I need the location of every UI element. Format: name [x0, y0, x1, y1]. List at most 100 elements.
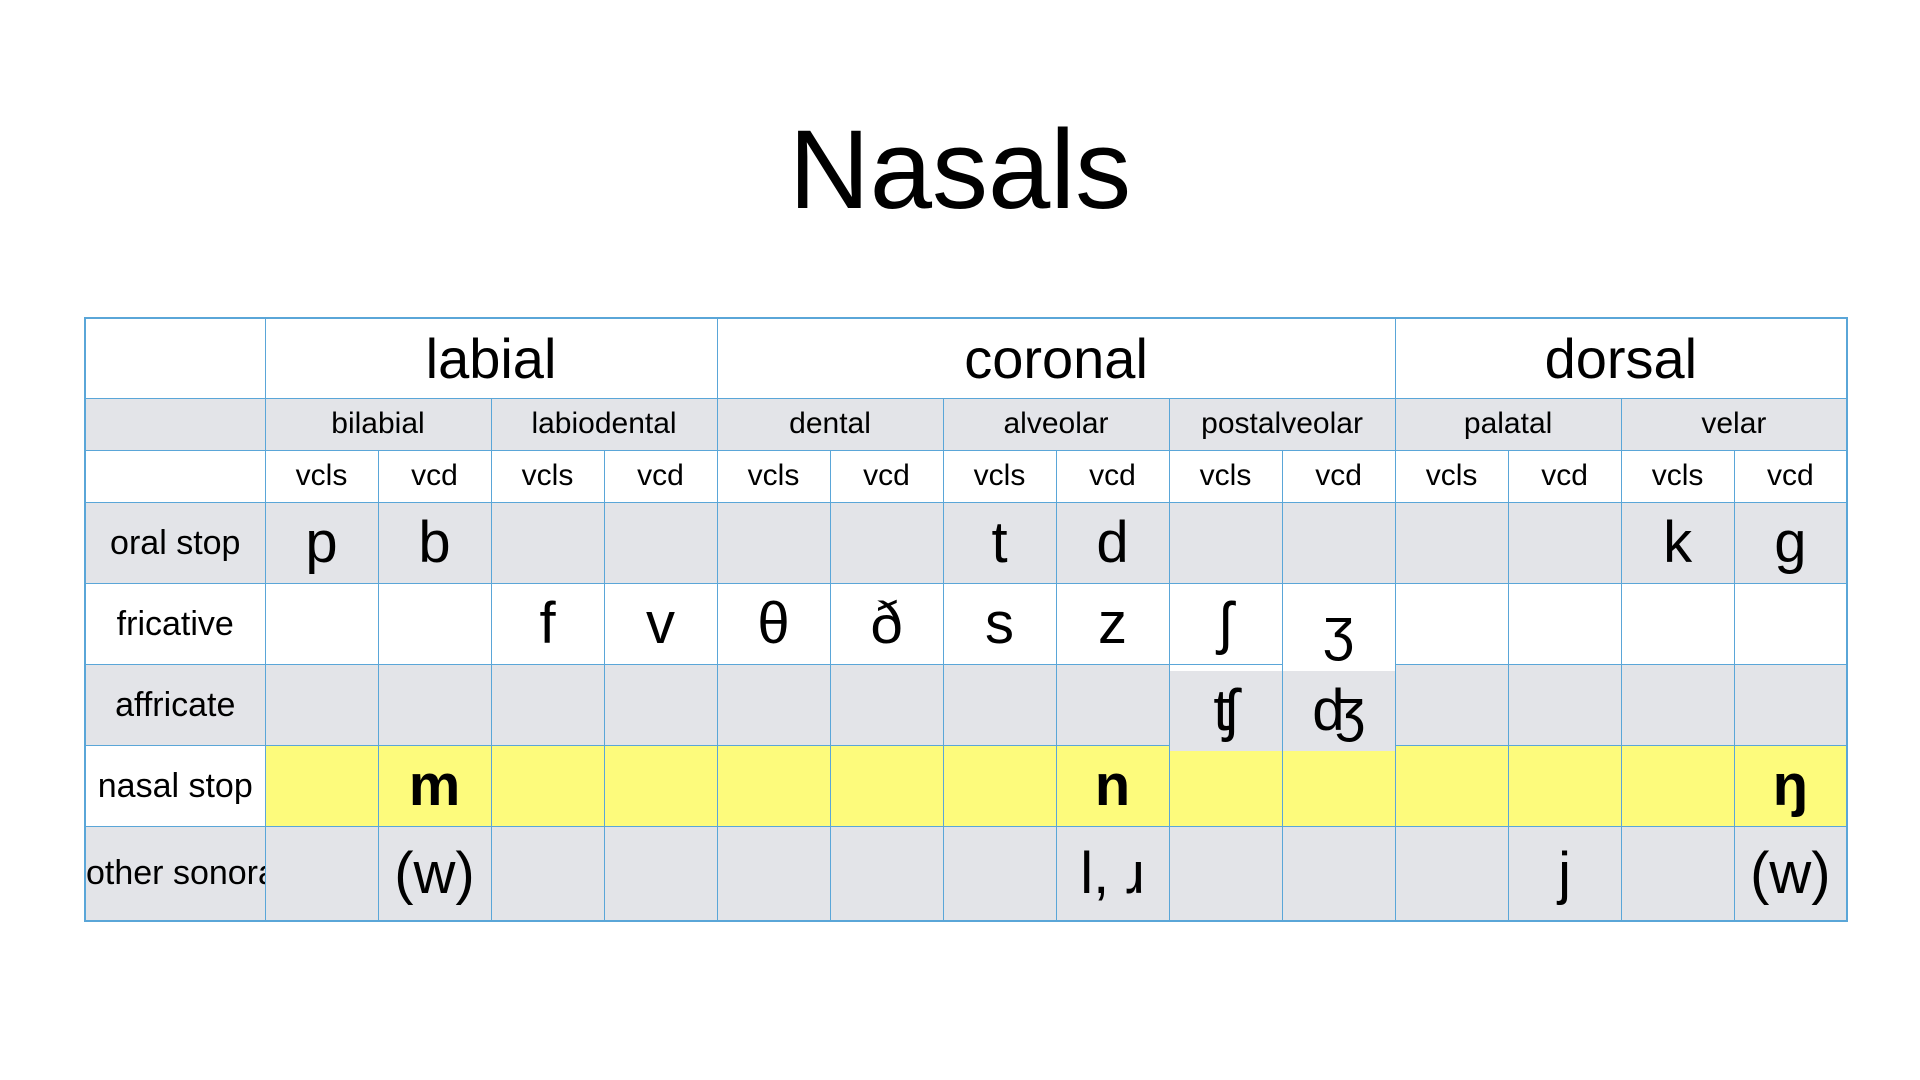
row-oral-stop: oral stop p b t d k g: [84, 501, 1848, 584]
phoneme-cell: [1168, 501, 1283, 584]
phoneme-cell: f: [490, 582, 605, 665]
phoneme-cell: [1394, 744, 1509, 827]
consonant-chart: labial coronal dorsal bilabial labiodent…: [84, 317, 1849, 922]
phoneme-cell: [829, 663, 944, 746]
phoneme-cell: [490, 663, 605, 746]
phoneme-cell: [603, 501, 718, 584]
phoneme-cell: [490, 825, 605, 922]
phoneme-cell: [1281, 825, 1396, 922]
phoneme-cell: [1620, 582, 1735, 665]
subplace-dental: dental: [716, 397, 944, 451]
phoneme-cell: [603, 744, 718, 827]
voicing-cell: vcd: [1733, 449, 1848, 503]
row-nasal-stop: nasal stop m n ŋ: [84, 744, 1848, 827]
phoneme-cell: ʒ: [1281, 588, 1396, 671]
manner-label: oral stop: [84, 501, 266, 584]
voicing-cell: vcd: [603, 449, 718, 503]
phoneme-cell: [490, 744, 605, 827]
subplace-header-row: bilabial labiodental dental alveolar pos…: [84, 397, 1848, 451]
phoneme-cell: [1507, 582, 1622, 665]
subplace-labiodental: labiodental: [490, 397, 718, 451]
phoneme-cell: t: [942, 501, 1057, 584]
phoneme-cell: ʃ: [1168, 582, 1283, 665]
phoneme-cell: [1620, 825, 1735, 922]
phoneme-cell: v: [603, 582, 718, 665]
phoneme-cell: [603, 825, 718, 922]
phoneme-cell: [1733, 582, 1848, 665]
manner-label: affricate: [84, 663, 266, 746]
place-labial: labial: [264, 317, 718, 399]
phoneme-cell: (w): [1733, 825, 1848, 922]
phoneme-cell: m: [377, 744, 492, 827]
manner-label: fricative: [84, 582, 266, 665]
phoneme-cell: [264, 744, 379, 827]
phoneme-cell: [1281, 744, 1396, 827]
phoneme-cell: [1281, 501, 1396, 584]
voicing-cell: vcd: [1281, 449, 1396, 503]
phoneme-cell: [829, 501, 944, 584]
subplace-bilabial: bilabial: [264, 397, 492, 451]
row-other-sonorant: other sonorant (w) l, ɹ j (w): [84, 825, 1848, 922]
voicing-cell: vcls: [942, 449, 1057, 503]
subplace-palatal: palatal: [1394, 397, 1622, 451]
phoneme-cell: [1394, 825, 1509, 922]
corner-cell: [84, 449, 266, 503]
phoneme-cell: [716, 501, 831, 584]
phoneme-cell: [1620, 744, 1735, 827]
phoneme-cell: [716, 825, 831, 922]
phoneme-cell: [490, 501, 605, 584]
phoneme-cell: [716, 744, 831, 827]
phoneme-cell: [264, 663, 379, 746]
phoneme-cell: z: [1055, 582, 1170, 665]
phoneme-cell: g: [1733, 501, 1848, 584]
voicing-cell: vcls: [490, 449, 605, 503]
phoneme-cell: ð: [829, 582, 944, 665]
phoneme-cell: n: [1055, 744, 1170, 827]
corner-cell: [84, 397, 266, 451]
phoneme-cell: ʧ: [1168, 669, 1283, 752]
phoneme-cell: [1055, 663, 1170, 746]
phoneme-cell: [1507, 744, 1622, 827]
row-affricate: affricate ʧ ʤ: [84, 663, 1848, 752]
subplace-alveolar: alveolar: [942, 397, 1170, 451]
phoneme-cell: [1394, 501, 1509, 584]
manner-label: other sonorant: [84, 825, 266, 922]
phoneme-cell: [829, 825, 944, 922]
phoneme-cell: l, ɹ: [1055, 825, 1170, 922]
phoneme-cell: ŋ: [1733, 744, 1848, 827]
phoneme-cell: [1168, 744, 1283, 827]
row-fricative: fricative f v θ ð s z ʃ ʒ: [84, 582, 1848, 671]
voicing-cell: vcls: [1168, 449, 1283, 503]
subplace-velar: velar: [1620, 397, 1848, 451]
phoneme-cell: [377, 582, 492, 665]
phoneme-cell: [1620, 663, 1735, 746]
phoneme-cell: [603, 663, 718, 746]
phoneme-cell: [942, 663, 1057, 746]
manner-label: nasal stop: [84, 744, 266, 827]
voicing-cell: vcls: [264, 449, 379, 503]
phoneme-cell: [716, 663, 831, 746]
voicing-cell: vcd: [1055, 449, 1170, 503]
phoneme-cell: [264, 825, 379, 922]
phoneme-cell: [1733, 663, 1848, 746]
voicing-cell: vcls: [1394, 449, 1509, 503]
phoneme-cell: j: [1507, 825, 1622, 922]
phoneme-cell: d: [1055, 501, 1170, 584]
phoneme-cell: [1507, 663, 1622, 746]
voicing-header-row: vcls vcd vcls vcd vcls vcd vcls vcd vcls…: [84, 449, 1848, 503]
phoneme-cell: [942, 825, 1057, 922]
place-coronal: coronal: [716, 317, 1396, 399]
phoneme-cell: [1394, 582, 1509, 665]
voicing-cell: vcd: [1507, 449, 1622, 503]
place-header-row: labial coronal dorsal: [84, 317, 1848, 399]
subplace-postalveolar: postalveolar: [1168, 397, 1396, 451]
voicing-cell: vcd: [377, 449, 492, 503]
slide-title: Nasals: [788, 107, 1132, 232]
phoneme-cell: θ: [716, 582, 831, 665]
phoneme-cell: [377, 663, 492, 746]
phoneme-cell: [1394, 663, 1509, 746]
phoneme-cell: s: [942, 582, 1057, 665]
phoneme-cell: b: [377, 501, 492, 584]
phoneme-cell: (w): [377, 825, 492, 922]
phoneme-cell: [1507, 501, 1622, 584]
